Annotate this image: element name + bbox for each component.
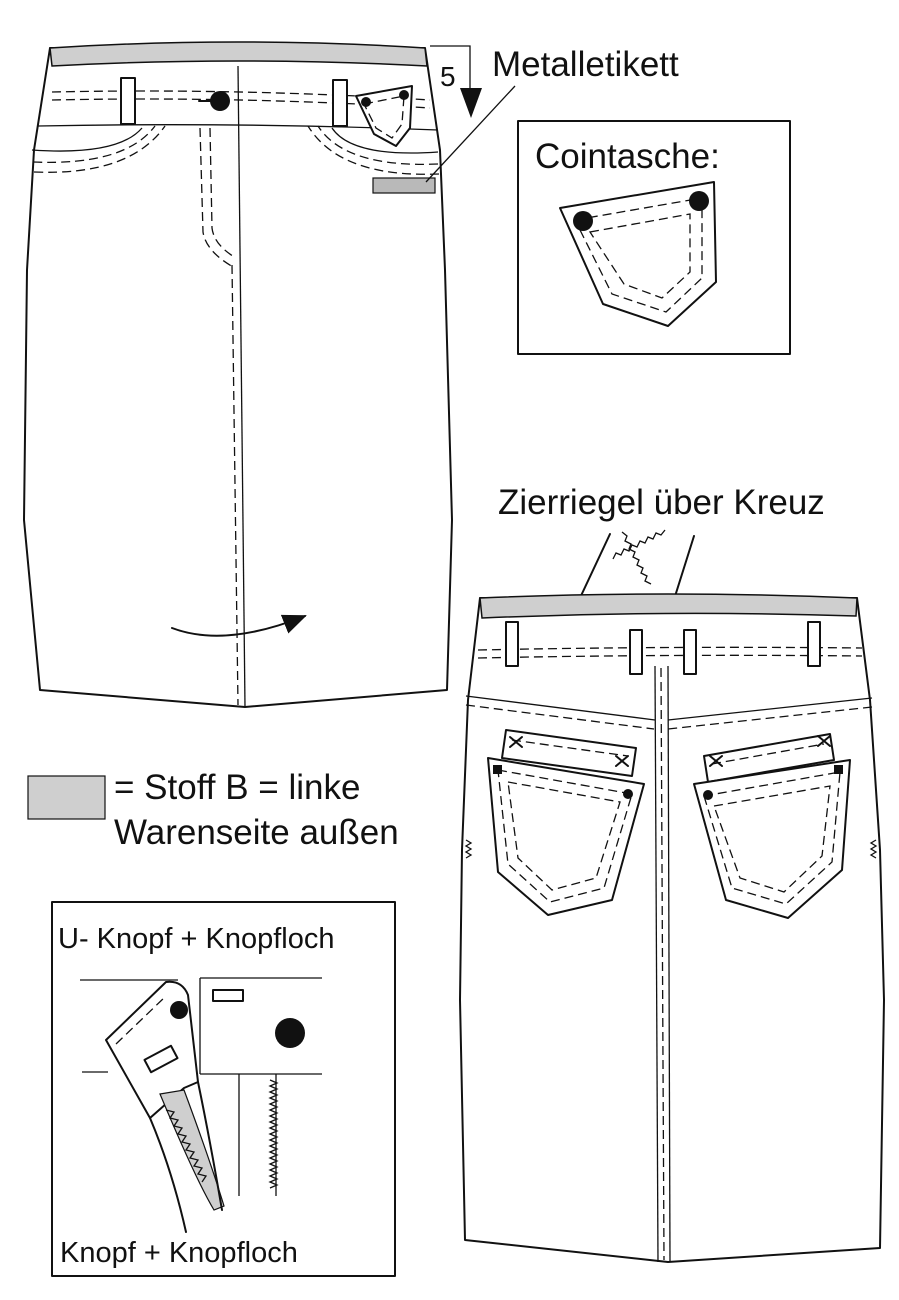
detail-left-hip-curve [149,1117,187,1233]
front-coin-rivet-right [399,90,409,100]
back-pocket-left [487,757,645,916]
back-skirt-outline [459,597,885,1263]
back-pocket-left-stitch-2 [507,781,621,891]
back-pocket-flap-right [703,733,835,783]
step-indicator: 5 [430,45,482,118]
bartack-note-text: Zierriegel über Kreuz [498,483,825,522]
front-button-icon [210,91,230,111]
front-rotate-arrow [171,614,307,637]
metal-label-leader [425,85,516,183]
step-number: 5 [440,61,456,92]
back-view [459,593,885,1263]
front-waistband [49,41,428,67]
back-yoke-left [465,695,656,721]
bartack-right-pocket [709,735,831,767]
coin-pocket-stitch-outer [574,197,703,313]
back-waist-seam-2 [477,654,863,659]
front-center-topstitch [231,264,239,706]
front-fly-stitch [199,127,236,269]
fabric-b-line1: = Stoff B = linke [114,768,360,807]
detail-fly-zipper [165,1109,208,1183]
button-detail-bottom-label: Knopf + Knopfloch [60,1237,298,1269]
metal-label-badge [372,177,436,194]
front-pocket-left-stitch [32,125,156,164]
step-bracket [430,45,471,90]
back-belt-loop-3 [683,629,697,675]
back-rivet-right-1 [834,765,843,774]
button-detail-title: U- Knopf + Knopfloch [58,923,334,955]
fabric-b-line2: Warenseite außen [114,813,399,852]
coin-pocket-shape [559,181,717,327]
bartack-left-pocket [509,736,629,767]
detail-button-right-icon [275,1018,305,1048]
back-pocket-right [693,759,851,919]
back-yoke-left-stitch [465,704,655,730]
back-pocket-flap-left-stitch [511,739,629,757]
detail-fly-edge [197,1081,223,1211]
metal-label-text: Metalletikett [492,45,679,84]
bartack-cross-icon [612,529,666,585]
detail-buttonhole-left [143,1044,179,1074]
button-detail: U- Knopf + Knopfloch Knopf + Knopfloch [51,901,396,1277]
coin-pocket-stitch-inner [588,213,691,299]
coin-rivet-left-icon [573,211,593,231]
back-center-seam [654,665,659,1263]
detail-buttonhole-right [212,989,244,1002]
front-center-seam [237,65,246,708]
back-belt-loop-2 [629,629,643,675]
back-center-seam-2 [667,665,671,1263]
back-center-topstitch [660,667,665,1261]
back-pocket-right-stitch [703,771,841,905]
back-waistband [479,593,858,619]
back-pocket-left-stitch [497,769,633,903]
back-yoke-right [667,697,873,721]
step-arrow-icon [460,88,482,118]
front-belt-loop-left [120,77,136,125]
back-side-zigzag-right [869,839,878,859]
back-belt-loop-1 [505,621,519,667]
coin-rivet-right-icon [689,191,709,211]
back-pocket-flap-left [501,729,637,777]
front-skirt-outline [23,47,453,708]
back-yoke-right-stitch [667,706,873,730]
fabric-legend: = Stoff B = linke Warenseite außen [27,768,399,852]
detail-fly-stitch [115,995,167,1045]
front-pocket-left-stitch-2 [33,125,166,173]
front-pocket-right-stitch [317,125,439,165]
coin-pocket-detail: Cointasche: [517,120,791,355]
front-coin-rivet-left [361,97,371,107]
front-fly-stitch-2 [209,127,237,259]
back-rivet-right-2 [703,790,713,800]
back-pocket-flap-right-stitch [711,743,825,765]
back-waist-seam [477,646,863,651]
back-side-zigzag-left [464,839,473,859]
front-pocket-right [331,127,439,154]
back-belt-loop-4 [807,621,821,667]
button-detail-box [51,901,396,1277]
front-pocket-right-stitch-2 [307,125,440,175]
coin-pocket-title: Cointasche: [535,137,720,176]
front-belt-loop-right [332,79,348,127]
front-view [23,41,453,708]
front-pocket-left [31,127,143,152]
back-rivet-left-1 [493,765,502,774]
fabric-b-swatch [27,775,106,820]
front-coin-pocket-stitch [363,95,405,139]
detail-right-zipper [268,1079,279,1189]
back-pocket-right-stitch-2 [713,785,831,893]
detail-button-left-icon [170,1001,188,1019]
back-rivet-left-2 [623,789,633,799]
